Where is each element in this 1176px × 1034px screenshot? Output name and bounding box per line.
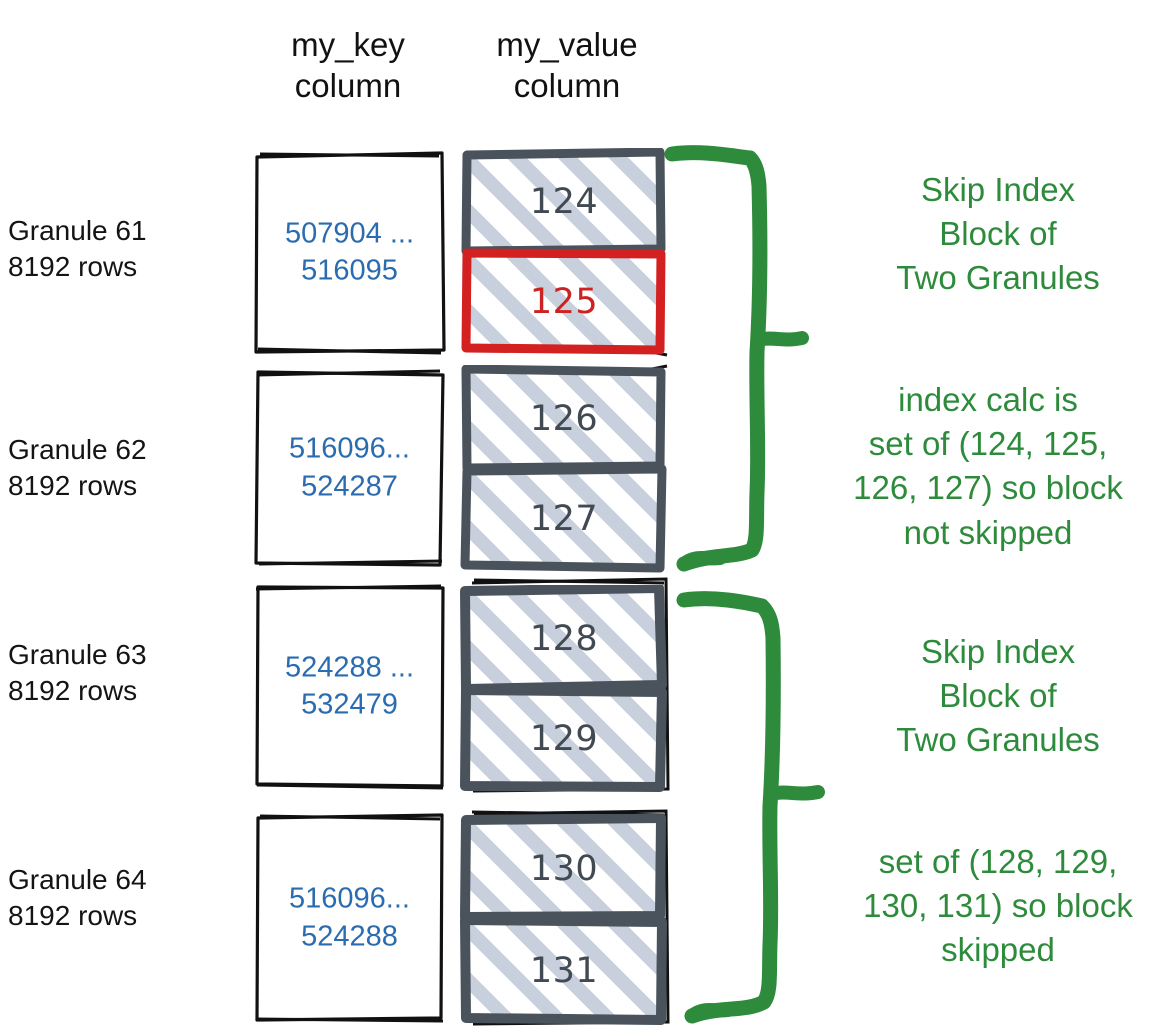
value-text-130: 130 (529, 848, 599, 889)
key-range-64: 516096... 524288 (289, 882, 410, 952)
sketch-rectangle-icon (254, 151, 446, 355)
key-box-granule-62: 516096... 524287 (253, 367, 446, 569)
value-cell-124: 124 (461, 148, 666, 256)
value-text-125: 125 (529, 282, 599, 322)
column-header-my-value: my_value column (496, 26, 638, 105)
annotation-index-calc-not-skipped: index calc is set of (124, 125, 126, 127… (853, 381, 1123, 551)
value-cell-129: 129 (460, 685, 667, 792)
value-cell-126: 126 (461, 365, 666, 473)
sketch-rectangle-icon (255, 584, 445, 790)
value-cell-131: 131 (460, 916, 667, 1025)
value-text-124: 124 (529, 182, 599, 222)
skip-index-bracket-lower-icon (676, 591, 825, 1024)
annotation-skip-index-block-lower: Skip Index Block of Two Granules (896, 633, 1100, 759)
key-box-granule-61: 507904 ... 516095 (253, 150, 446, 355)
granule-label-62: Granule 62 8192 rows (8, 434, 147, 501)
annotation-set-of-block-skipped: set of (128, 129, 130, 131) so block ski… (863, 843, 1133, 969)
value-text-128: 128 (529, 619, 599, 659)
annotation-skip-index-block-upper: Skip Index Block of Two Granules (896, 171, 1100, 297)
sketch-rectangle-icon (254, 369, 445, 567)
value-group-granule-62: 126 127 (460, 364, 668, 573)
key-box-granule-64: 516096... 524288 (253, 812, 446, 1024)
granule-label-61: Granule 61 8192 rows (8, 215, 147, 282)
value-cell-128: 128 (460, 585, 667, 693)
value-text-127: 127 (529, 499, 599, 539)
value-text-129: 129 (529, 719, 599, 759)
value-text-131: 131 (529, 950, 599, 991)
value-group-granule-61: 124 125 (461, 148, 668, 357)
sketch-rectangle-icon (255, 813, 444, 1023)
granule-label-64: Granule 64 8192 rows (8, 864, 147, 931)
value-cell-127: 127 (460, 465, 667, 573)
column-header-my-key: my_key column (291, 26, 405, 105)
value-group-granule-63: 128 129 (460, 577, 670, 793)
value-text-126: 126 (529, 399, 599, 439)
key-range-61: 507904 ... 516095 (285, 216, 414, 287)
key-range-63: 524288 ... 532479 (285, 650, 414, 721)
granule-label-63: Granule 63 8192 rows (8, 639, 147, 706)
key-range-62: 516096... 524287 (289, 432, 410, 502)
key-box-granule-63: 524288 ... 532479 (253, 583, 446, 790)
value-cell-125: 125 (461, 248, 666, 355)
value-group-granule-64: 130 131 (460, 809, 670, 1026)
value-cell-130: 130 (460, 814, 666, 922)
